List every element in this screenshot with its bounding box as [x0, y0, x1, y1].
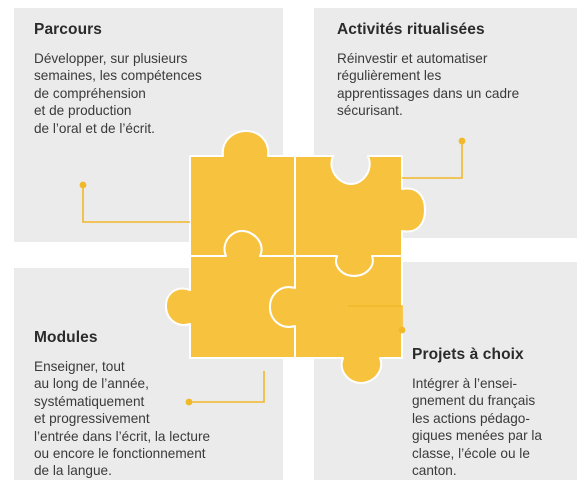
- connector-dot-parcours: [79, 181, 87, 189]
- text-modules: Enseigner, tout au long de l’année, syst…: [34, 358, 210, 480]
- title-modules: Modules: [34, 329, 98, 346]
- text-line: Enseigner, tout: [34, 359, 125, 374]
- connector-projets: [348, 305, 403, 330]
- text-line: et progressivement: [34, 411, 150, 427]
- title-projets-a-choix: Projets à choix: [412, 346, 524, 363]
- text-line: sécurisant.: [337, 103, 403, 119]
- connector-modules: [189, 371, 265, 403]
- connector-dot-modules: [185, 398, 193, 406]
- text-line: semaines, les compétences: [34, 68, 202, 84]
- text-line: Intégrer à l’ensei-: [412, 376, 518, 391]
- text-line: classe, l’école ou le: [412, 445, 530, 461]
- text-line: les actions pédago-: [412, 410, 530, 426]
- connectors: [79, 137, 466, 406]
- text-line: de la langue.: [34, 463, 112, 479]
- connector-dot-activites: [458, 137, 466, 145]
- text-activites-ritualisees: Réinvestir et automatiser régulièrement …: [337, 50, 519, 120]
- text-line: ou encore le fonctionnement: [34, 446, 206, 462]
- puzzle-pieces: [165, 130, 426, 384]
- text-line: de compréhension: [34, 85, 146, 101]
- text-line: Réinvestir et automatiser: [337, 51, 488, 66]
- connector-activites: [402, 141, 463, 179]
- text-parcours: Développer, sur plusieurs semaines, les …: [34, 50, 202, 137]
- text-projets-a-choix: Intégrer à l’ensei- gnement du français …: [412, 375, 542, 479]
- connector-dot-projets: [398, 326, 406, 334]
- text-line: de l’oral et de l’écrit.: [34, 120, 155, 136]
- puzzle-piece-bottom-right: [269, 255, 403, 384]
- text-line: l’entrée dans l’écrit, la lecture: [34, 428, 211, 444]
- text-line: et de production: [34, 103, 132, 119]
- title-activites-ritualisees: Activités ritualisées: [337, 21, 485, 38]
- text-line: au long de l’année,: [34, 376, 149, 392]
- text-line: giques menées par la: [412, 428, 542, 444]
- title-parcours: Parcours: [34, 21, 102, 38]
- connector-parcours: [82, 185, 190, 223]
- text-line: gnement du français: [412, 393, 536, 409]
- text-line: systématiquement: [34, 393, 145, 409]
- text-line: Développer, sur plusieurs: [34, 51, 188, 66]
- text-line: apprentissages dans un cadre: [337, 85, 520, 101]
- text-line: régulièrement les: [337, 68, 442, 84]
- text-line: canton.: [412, 463, 457, 479]
